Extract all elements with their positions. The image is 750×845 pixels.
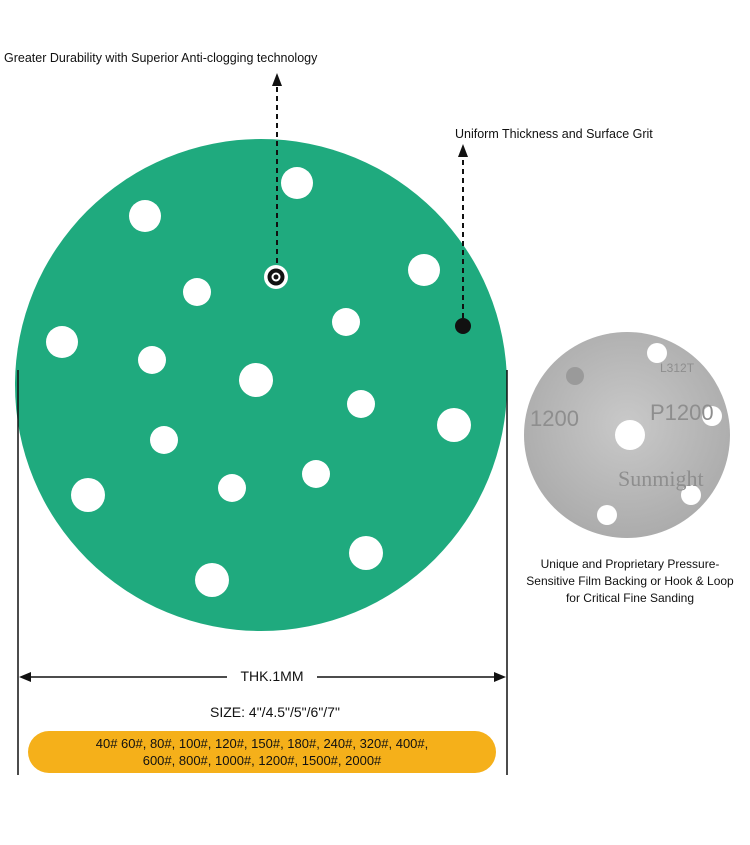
size-label: SIZE: 4"/4.5"/5"/6"/7" (210, 704, 340, 720)
sanding-disc (15, 139, 507, 631)
grit-line-1: 40# 60#, 80#, 100#, 120#, 150#, 180#, 24… (95, 736, 429, 751)
thickness-label: THK.1MM (227, 668, 317, 684)
arrowhead-right-icon (458, 144, 468, 157)
callout-anti-clogging: Greater Durability with Superior Anti-cl… (4, 51, 318, 65)
grit-options-pill: 40# 60#, 80#, 100#, 120#, 150#, 180#, 24… (28, 731, 496, 773)
callout-film-backing: Unique and Proprietary Pressure-Sensitiv… (526, 557, 734, 605)
backing-print-grit-right: P1200 (650, 400, 714, 425)
dust-holes (46, 167, 471, 597)
backing-print-code: L312T (660, 361, 695, 375)
arrow-left-icon (19, 672, 31, 682)
edge-marker (455, 318, 471, 334)
backing-holes (597, 343, 722, 525)
backing-print-brand: Sunmight (618, 466, 704, 491)
backing-disc: 1200 P1200 Sunmight L312T (524, 332, 730, 538)
grit-line-2: 600#, 800#, 1000#, 1200#, 1500#, 2000# (142, 753, 382, 768)
callout-uniform-thickness: Uniform Thickness and Surface Grit (455, 127, 653, 141)
backing-print-grit-left: 1200 (530, 406, 579, 431)
arrow-right-icon (494, 672, 506, 682)
arrowhead-top-icon (272, 73, 282, 86)
center-marker (264, 265, 288, 289)
